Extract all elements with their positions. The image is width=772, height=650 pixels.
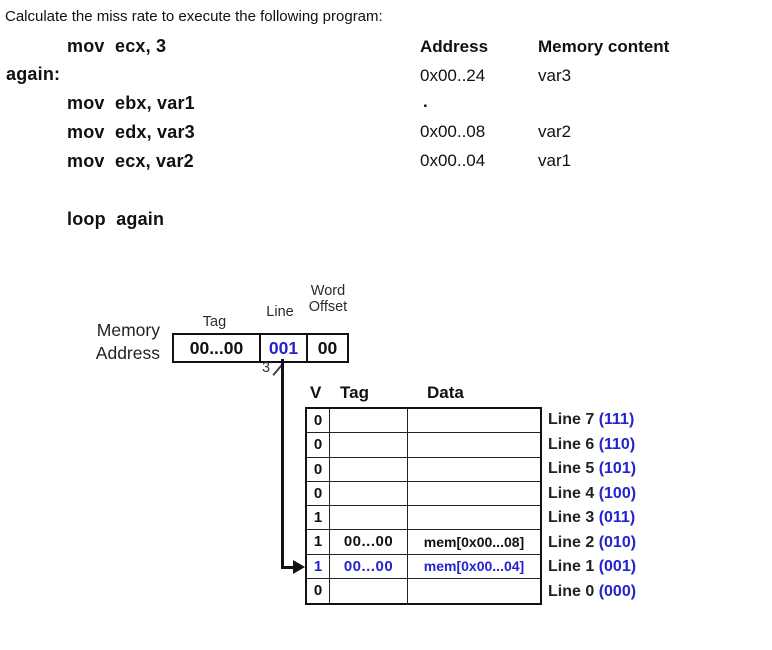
asm-line-loop-again: loop again	[67, 209, 165, 229]
line-label-5: Line 5 (101)	[548, 456, 636, 481]
cache-row-line0: 0	[307, 578, 540, 603]
asm-label-again: again:	[6, 64, 61, 84]
tag-cell	[330, 433, 408, 457]
data-cell: mem[0x00...04]	[423, 558, 525, 575]
line-label-text: Line 2	[548, 533, 599, 551]
asm-line-mov-ebx-var1: mov ebx, var1	[67, 93, 195, 113]
memory-row-address: 0x00..04	[420, 151, 486, 170]
cache-row-line4: 0	[307, 481, 540, 506]
data-cell	[408, 458, 540, 481]
memory-table-header-content: Memory content	[538, 37, 670, 56]
word-offset-field-label: Word Offset	[308, 283, 348, 315]
line-label-6: Line 6 (110)	[548, 432, 635, 457]
tag-cell	[330, 578, 408, 603]
line-bits-cell: 001	[259, 335, 308, 361]
line-binary-text: (000)	[598, 582, 637, 600]
line-select-vertical-connector	[281, 359, 284, 568]
line-label-text: Line 3	[548, 509, 599, 526]
valid-bit: 0	[307, 409, 330, 433]
memory-table-header-address: Address	[420, 37, 489, 56]
memory-address-box: 00...00 001 00	[172, 333, 349, 363]
line-binary-text: (110)	[598, 435, 636, 453]
asm-line-mov-ecx-3: mov ecx, 3	[67, 36, 167, 56]
cache-row-line7: 0	[307, 409, 540, 434]
line-label-2: Line 2 (010)	[548, 530, 636, 555]
tag-cell: 00...00	[330, 530, 408, 554]
line-select-horizontal-connector	[281, 566, 296, 569]
valid-bit: 1	[307, 530, 330, 554]
cache-row-line5: 0	[307, 457, 540, 482]
memory-row-address: 0x00..24	[420, 66, 486, 85]
line-label-text: Line 1	[548, 558, 599, 575]
tag-cell	[330, 481, 408, 505]
tag-cell	[330, 409, 408, 433]
line-binary-text: (111)	[598, 411, 635, 428]
line-label-text: Line 6	[548, 435, 599, 453]
data-cell	[408, 506, 540, 529]
line-binary-text: (010)	[598, 533, 637, 551]
line-binary-text: (011)	[598, 509, 636, 526]
memory-address-label: Memory Address	[95, 320, 160, 363]
line-label-3: Line 3 (011)	[548, 505, 635, 530]
tag-cell	[330, 457, 408, 481]
cache-row-line1-highlighted: 1 00...00 mem[0x00...04]	[307, 554, 540, 579]
data-cell	[408, 433, 540, 456]
tag-field-label: Tag	[202, 314, 227, 330]
line-label-text: Line 5	[548, 460, 599, 477]
line-label-4: Line 4 (100)	[548, 481, 636, 506]
memory-row-content: var2	[538, 122, 572, 141]
data-cell	[408, 579, 540, 603]
data-cell	[408, 482, 540, 505]
valid-bit: 1	[307, 506, 330, 530]
cache-row-line3: 1	[307, 506, 540, 531]
line-binary-text: (001)	[598, 558, 637, 575]
valid-bit: 1	[307, 554, 330, 578]
cache-header-data: Data	[427, 383, 464, 402]
line-binary-text: (101)	[598, 460, 637, 477]
line-select-arrow-icon	[293, 560, 305, 574]
cache-header-tag: Tag	[340, 383, 369, 402]
bus-width-label: 3	[262, 360, 271, 376]
data-cell: mem[0x00...08]	[423, 533, 525, 550]
memory-row-content: var1	[538, 151, 572, 170]
asm-line-mov-ecx-var2: mov ecx, var2	[67, 151, 194, 171]
memory-row-address: 0x00..08	[420, 122, 486, 141]
line-binary-text: (100)	[598, 484, 637, 502]
cache-row-line6: 0	[307, 433, 540, 458]
valid-bit: 0	[307, 578, 330, 603]
line-label-text: Line 0	[548, 582, 599, 600]
page-title: Calculate the miss rate to execute the f…	[5, 8, 383, 25]
cache-table: 0 0 0 0 1 1 00...00 mem[0x00...08]	[305, 407, 542, 605]
data-cell	[408, 409, 540, 432]
memory-row-content: var3	[538, 66, 572, 85]
cache-header-v: V	[310, 383, 322, 402]
line-label-text: Line 7	[548, 411, 599, 428]
tag-bits-cell: 00...00	[189, 337, 244, 358]
line-field-label: Line	[266, 304, 294, 320]
line-label-0: Line 0 (000)	[548, 579, 636, 604]
line-label-7: Line 7 (111)	[548, 407, 634, 432]
tag-cell: 00...00	[330, 554, 408, 578]
word-offset-bits-cell: 00	[317, 337, 338, 358]
memory-row-ellipsis: .	[423, 92, 428, 111]
valid-bit: 0	[307, 481, 330, 505]
valid-bit: 0	[307, 433, 330, 457]
cache-row-line2: 1 00...00 mem[0x00...08]	[307, 530, 540, 555]
asm-line-mov-edx-var3: mov edx, var3	[67, 122, 195, 142]
line-label-1: Line 1 (001)	[548, 554, 636, 579]
tag-cell	[330, 506, 408, 530]
valid-bit: 0	[307, 457, 330, 481]
line-label-text: Line 4	[548, 484, 599, 502]
